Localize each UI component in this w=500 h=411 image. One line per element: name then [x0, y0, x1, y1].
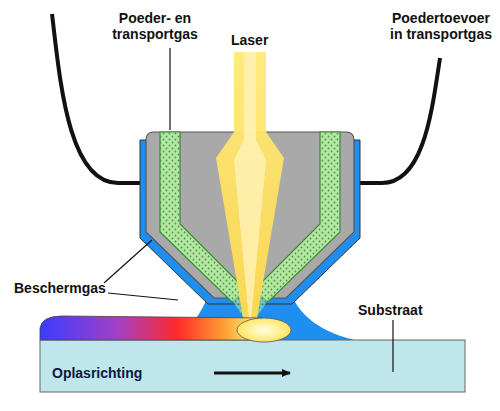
leader-line	[104, 240, 152, 283]
leader-line	[392, 320, 393, 372]
shielding-gas-label: Beschermgas	[14, 280, 106, 296]
laser-label: Laser	[231, 32, 268, 48]
powder-hose	[354, 58, 440, 183]
powder-gas-label: Poeder- en transportgas	[100, 10, 210, 42]
powder-feed-label: Poedertoevoer in transportgas	[385, 10, 497, 42]
clad-bead	[40, 316, 262, 340]
laser-beam-core	[234, 52, 266, 320]
leader-line	[169, 48, 170, 130]
direction-text: Oplasrichting	[52, 365, 142, 381]
laser-beam	[216, 52, 284, 324]
substrate-plate	[40, 340, 465, 392]
melt-pool	[237, 318, 291, 342]
substrate-label: Substraat	[358, 302, 423, 318]
leader-line	[108, 293, 178, 300]
direction-arrow	[214, 372, 290, 375]
substrate-band: Oplasrichting	[40, 340, 465, 392]
